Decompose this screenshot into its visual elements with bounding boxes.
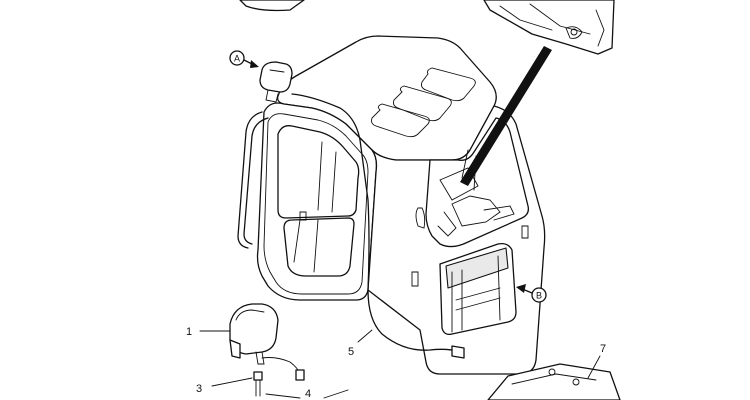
detail-pointer xyxy=(460,46,552,186)
callout-1: 1 xyxy=(186,326,192,338)
wire-harness xyxy=(291,93,465,359)
work-lamp-top xyxy=(259,61,293,103)
view-marker-a: A xyxy=(229,50,259,68)
part-5-leader xyxy=(357,329,373,343)
callout-7: 7 xyxy=(600,343,606,355)
part-7-panel xyxy=(487,355,621,400)
callout-4: 4 xyxy=(305,388,311,400)
part-3-bolt xyxy=(211,371,263,397)
top-left-cropped-part xyxy=(239,0,305,12)
part-4-leader xyxy=(265,389,349,399)
operator-cab xyxy=(237,35,546,375)
callout-5: 5 xyxy=(348,346,354,358)
part-1-lamp xyxy=(199,303,305,381)
callout-3: 3 xyxy=(196,383,202,395)
view-marker-b-label: B xyxy=(536,291,542,301)
view-marker-b: B xyxy=(516,284,547,303)
view-marker-a-label: A xyxy=(234,54,240,64)
top-right-cropped-detail xyxy=(483,0,615,55)
